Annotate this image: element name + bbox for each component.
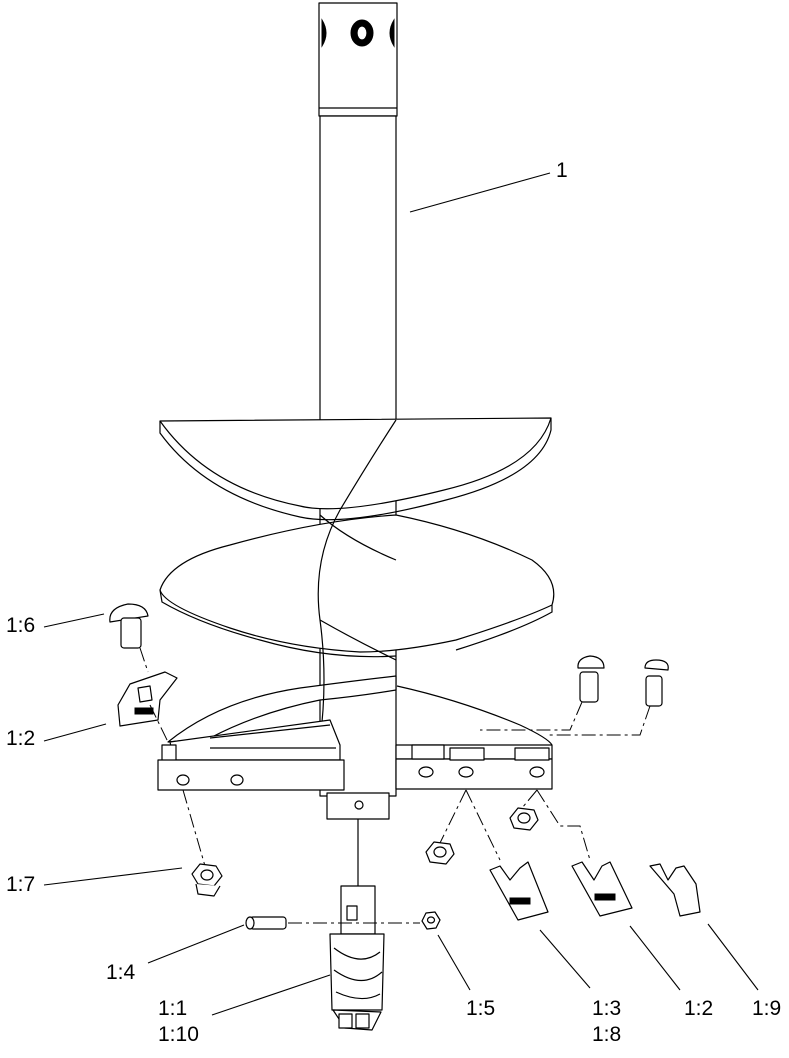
nut-1-5 bbox=[421, 911, 441, 930]
callout-1-4: 1:4 bbox=[106, 961, 136, 984]
callout-1-6: 1:6 bbox=[6, 614, 36, 637]
auger-flighting bbox=[159, 417, 555, 746]
callout-1-5: 1:5 bbox=[466, 997, 496, 1020]
cutter-bar bbox=[157, 719, 553, 791]
callout-1-2-right: 1:2 bbox=[684, 997, 714, 1020]
callout-1: 1 bbox=[556, 159, 568, 182]
nuts-right bbox=[425, 789, 539, 865]
callout-1-10: 1:10 bbox=[158, 1023, 199, 1046]
teeth-right bbox=[465, 789, 701, 921]
callout-1-8: 1:8 bbox=[592, 1023, 622, 1046]
callout-1-9: 1:9 bbox=[752, 997, 782, 1020]
nut-1-7 bbox=[182, 789, 223, 897]
callout-1-7: 1:7 bbox=[6, 873, 36, 896]
callout-1-1: 1:1 bbox=[158, 997, 188, 1020]
bolt-1-6 bbox=[109, 603, 149, 673]
pin-1-4 bbox=[245, 916, 420, 930]
tooth-1-2-left bbox=[117, 671, 178, 743]
bolts-right bbox=[480, 655, 669, 736]
callout-1-2-left: 1:2 bbox=[6, 727, 36, 750]
callout-1-3: 1:3 bbox=[592, 997, 622, 1020]
leader-lines bbox=[43, 172, 759, 1016]
pilot-bit bbox=[326, 792, 390, 1031]
